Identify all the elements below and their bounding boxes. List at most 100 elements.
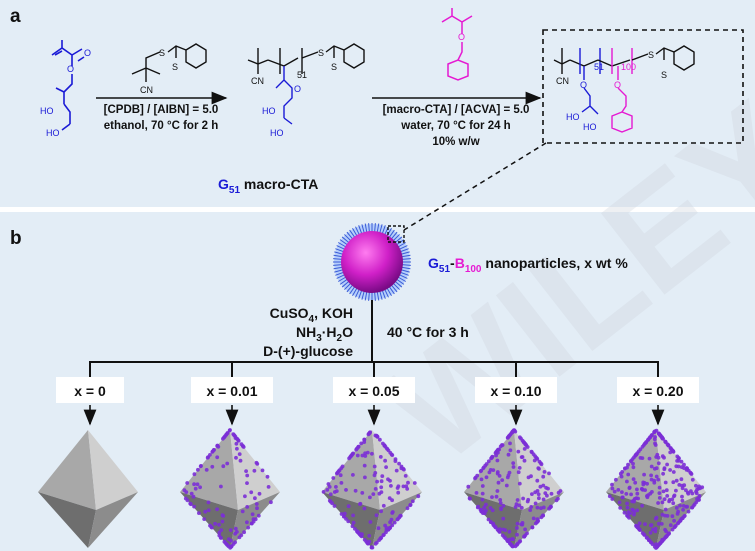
surface-particle bbox=[260, 468, 265, 473]
block-dp-51: 51 bbox=[594, 62, 604, 72]
surface-particle bbox=[373, 471, 378, 475]
surface-particle bbox=[195, 482, 200, 487]
surface-particle bbox=[215, 507, 220, 512]
surface-particle bbox=[223, 541, 228, 545]
surface-particle bbox=[351, 513, 355, 518]
surface-particle bbox=[617, 500, 622, 505]
surface-particle bbox=[499, 506, 503, 510]
surface-particle bbox=[198, 485, 203, 490]
cpdb-s1: S bbox=[159, 48, 165, 58]
surface-particle bbox=[351, 520, 356, 525]
corona-strand bbox=[400, 248, 409, 253]
surface-particle bbox=[381, 441, 385, 446]
surface-particle bbox=[697, 484, 701, 489]
surface-particle bbox=[620, 490, 624, 494]
surface-particle bbox=[475, 473, 480, 478]
surface-particle bbox=[236, 438, 241, 443]
surface-particle bbox=[694, 491, 699, 496]
surface-particle bbox=[674, 478, 679, 483]
surface-particle bbox=[626, 472, 631, 477]
surface-particle bbox=[212, 448, 216, 452]
surface-particle bbox=[657, 496, 662, 500]
surface-particle bbox=[686, 491, 691, 496]
surface-particle bbox=[539, 462, 544, 467]
surface-particle bbox=[266, 485, 271, 489]
surface-particle bbox=[525, 531, 529, 536]
surface-particle bbox=[353, 488, 358, 493]
surface-particle bbox=[676, 458, 681, 463]
surface-particle bbox=[498, 501, 503, 505]
surface-particle bbox=[510, 537, 515, 541]
surface-particle bbox=[479, 477, 484, 482]
surface-particle bbox=[697, 494, 702, 498]
corona-strand bbox=[386, 287, 392, 297]
surface-particle bbox=[632, 510, 637, 515]
surface-particle bbox=[549, 504, 553, 509]
surface-particle bbox=[545, 493, 549, 498]
surface-particle bbox=[618, 471, 623, 476]
surface-particle bbox=[346, 519, 351, 524]
surface-particle bbox=[487, 470, 492, 475]
surface-particle bbox=[204, 468, 209, 472]
corona-strand bbox=[355, 226, 360, 236]
surface-particle bbox=[401, 484, 406, 489]
surface-particle bbox=[199, 464, 203, 468]
surface-particle bbox=[515, 498, 520, 502]
surface-particle bbox=[501, 527, 506, 532]
surface-particle bbox=[533, 501, 538, 506]
surface-particle bbox=[657, 485, 662, 490]
surface-particle bbox=[395, 517, 400, 522]
corona-strand bbox=[381, 225, 386, 234]
surface-particle bbox=[357, 532, 362, 537]
surface-particle bbox=[671, 449, 675, 453]
corona-strand bbox=[400, 251, 410, 255]
macro-cta-ho1: HO bbox=[262, 106, 276, 116]
surface-particle bbox=[210, 464, 215, 469]
surface-particle bbox=[629, 459, 633, 463]
surface-particle bbox=[332, 504, 337, 508]
surface-particle bbox=[358, 502, 362, 506]
surface-particle bbox=[663, 527, 667, 532]
surface-particle bbox=[668, 468, 672, 472]
surface-particle bbox=[482, 505, 487, 510]
surface-particle bbox=[246, 525, 251, 530]
surface-particle bbox=[660, 512, 665, 517]
corona-strand bbox=[390, 284, 398, 293]
surface-particle bbox=[684, 488, 688, 493]
surface-particle bbox=[494, 494, 499, 499]
surface-particle bbox=[635, 487, 639, 492]
corona-strand bbox=[401, 254, 411, 258]
surface-particle bbox=[511, 461, 516, 465]
corona-strand bbox=[361, 290, 365, 300]
surface-particle bbox=[658, 541, 662, 546]
surface-particle bbox=[523, 527, 527, 532]
surface-particle bbox=[394, 468, 399, 473]
monomer-o2: O bbox=[84, 48, 91, 58]
surface-particle bbox=[379, 485, 384, 490]
corona-strand bbox=[398, 245, 408, 250]
monomer-ho1: HO bbox=[40, 106, 54, 116]
monomer-ho2: HO bbox=[46, 128, 60, 138]
surface-particle bbox=[363, 451, 367, 456]
surface-particle bbox=[631, 461, 635, 466]
corona-strand bbox=[368, 291, 370, 301]
surface-particle bbox=[656, 461, 661, 466]
surface-particle bbox=[654, 455, 659, 459]
surface-particle bbox=[219, 484, 223, 489]
surface-particle bbox=[538, 484, 543, 489]
condition-box bbox=[617, 377, 699, 403]
block-ho2: HO bbox=[583, 122, 597, 132]
surface-particle bbox=[360, 453, 365, 458]
surface-particle bbox=[694, 500, 699, 505]
surface-particle bbox=[535, 489, 540, 493]
surface-particle bbox=[334, 485, 338, 489]
surface-particle bbox=[229, 545, 233, 549]
nanoparticle-label: G51-B100 nanoparticles, x wt % bbox=[428, 255, 628, 275]
surface-particle bbox=[378, 437, 382, 442]
corona-strand bbox=[374, 223, 376, 233]
surface-particle bbox=[535, 519, 540, 524]
corona-strand bbox=[333, 266, 343, 270]
surface-particle bbox=[670, 514, 675, 519]
surface-particle bbox=[520, 438, 525, 443]
surface-particle bbox=[671, 501, 676, 506]
